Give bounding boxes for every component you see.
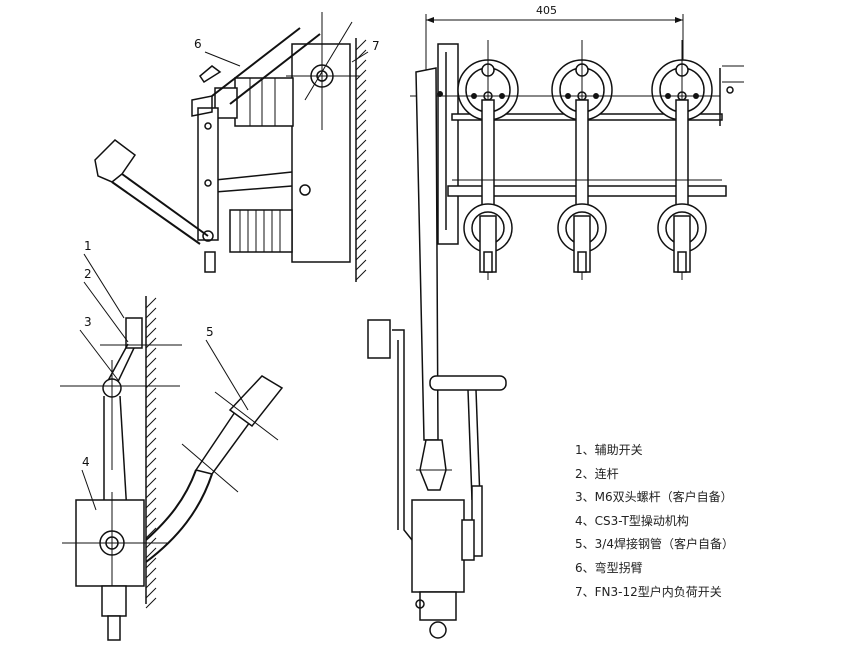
legend-item: 1、辅助开关 [575,443,643,457]
callout-2: 2 [84,267,92,281]
legend-item: 5、3/4焊接钢管（客户自备） [575,537,734,552]
switch-poles [410,40,722,280]
legend-item: 2、连杆 [575,466,619,481]
callout-4: 4 [82,455,90,469]
callout-3: 3 [84,315,92,329]
callout-1: 1 [84,239,92,253]
legend-item: 7、FN3-12型户内负荷开关 [575,584,722,599]
switch-pole [651,40,713,280]
legend-item: 3、M6双头螺杆（客户自备） [575,490,733,505]
switch-pole [551,40,613,280]
legend-item: 4、CS3-T型操动机构 [575,513,689,528]
front-view-switch [367,14,744,639]
switch-pole [457,40,519,280]
parts-legend: 1、辅助开关 2、连杆 3、M6双头螺杆（客户自备） 4、CS3-T型操动机构 … [575,440,835,605]
callout-6: 6 [194,37,202,51]
callout-5: 5 [206,325,214,339]
callout-7: 7 [372,39,380,53]
wall-hatch [355,39,367,281]
wall-hatch [145,297,157,609]
side-view-switch [94,12,369,282]
dimension-label: 405 [536,4,557,17]
legend-item: 6、弯型拐臂 [575,560,643,575]
side-view-mechanism [60,253,284,641]
